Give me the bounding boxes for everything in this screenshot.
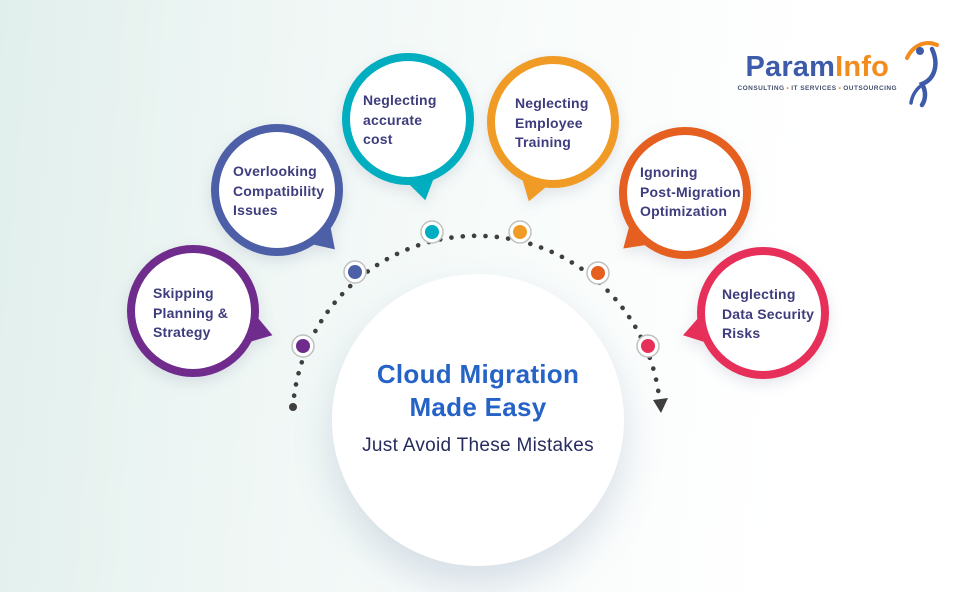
bubble-label-skipping-planning: Skipping Planning & Strategy	[153, 284, 265, 343]
main-title: Cloud Migration Made Easy	[362, 358, 594, 424]
brand-part-orange: Info	[835, 51, 890, 83]
bubble-ring	[211, 124, 343, 256]
label-line: Neglecting	[722, 286, 796, 302]
logo-leg-swoosh	[909, 82, 925, 105]
central-circle: Cloud Migration Made Easy Just Avoid The…	[332, 274, 624, 566]
label-line: Neglecting	[363, 92, 437, 108]
label-line: Planning &	[153, 304, 229, 321]
label-line: Issues	[233, 202, 278, 218]
bubble-ring	[619, 127, 751, 259]
milestone-dot-orange	[591, 266, 605, 280]
bubble-ring	[127, 245, 259, 377]
label-line: Employee	[515, 114, 583, 131]
arc-milestones	[291, 220, 660, 358]
bubble-label-data-security: Neglecting Data Security Risks	[722, 285, 837, 344]
brand-part-blue: Param	[745, 51, 836, 83]
bubble-overlooking-compatibility	[211, 124, 343, 256]
bubble-label-neglecting-training: Neglecting Employee Training	[515, 94, 630, 153]
main-title-line1: Cloud Migration	[376, 358, 580, 389]
label-line: Neglecting	[515, 95, 589, 111]
milestone-dot-teal	[425, 225, 439, 239]
bubble-ring	[697, 247, 829, 379]
logo-tagline: CONSULTING•IT SERVICES•OUTSOURCING	[738, 85, 897, 92]
label-line: Data Security	[722, 305, 815, 322]
tagline-bullet-icon: •	[838, 85, 842, 92]
paraminfo-logo: ParamInfo CONSULTING•IT SERVICES•OUTSOUR…	[738, 41, 941, 108]
label-line: Ignoring	[640, 164, 698, 180]
logo-text-column: ParamInfo CONSULTING•IT SERVICES•OUTSOUR…	[738, 52, 897, 92]
label-line: cost	[363, 131, 393, 147]
logo-person-icon	[905, 41, 939, 108]
brand-name: ParamInfo	[738, 52, 897, 82]
milestone-dot-crimson	[641, 339, 655, 353]
bubble-data-security	[683, 247, 829, 379]
arc-start-dot	[289, 403, 297, 411]
tagline-bullet-icon: •	[786, 85, 790, 92]
label-line: Post-Migration	[640, 183, 741, 200]
subtitle: Just Avoid These Mistakes	[362, 434, 594, 456]
bubble-ring	[487, 56, 619, 188]
bubble-label-neglecting-cost: Neglecting accurate cost	[363, 91, 473, 150]
label-line: Skipping	[153, 285, 214, 301]
bubble-neglecting-training	[487, 56, 619, 202]
label-line: Overlooking	[233, 163, 317, 179]
label-line: Risks	[722, 325, 761, 341]
label-line: accurate	[363, 111, 423, 128]
label-line: Strategy	[153, 324, 211, 340]
logo-arm-swoosh	[905, 41, 939, 60]
main-title-line2: Made Easy	[409, 391, 547, 422]
central-text-block: Cloud Migration Made Easy Just Avoid The…	[362, 358, 594, 457]
tagline-item: CONSULTING	[737, 85, 785, 92]
milestone-dot-amber	[513, 225, 527, 239]
label-line: Training	[515, 134, 572, 150]
bubble-label-ignoring-optimization: Ignoring Post-Migration Optimization	[640, 163, 772, 222]
bubble-neglecting-cost	[342, 53, 474, 201]
label-line: Compatibility	[233, 182, 325, 199]
milestone-dot-purple	[296, 339, 310, 353]
bubble-ignoring-optimization	[619, 127, 751, 259]
label-line: Optimization	[640, 203, 728, 219]
tagline-item: IT SERVICES	[791, 85, 837, 92]
bubble-label-overlooking-compatibility: Overlooking Compatibility Issues	[233, 162, 348, 221]
arc-arrow-icon	[653, 398, 668, 413]
tagline-item: OUTSOURCING	[843, 85, 897, 92]
bubble-ring	[342, 53, 474, 185]
milestone-dot-indigo	[348, 265, 362, 279]
bubble-skipping-planning	[127, 245, 273, 377]
logo-body-swoosh	[918, 46, 938, 108]
logo-head	[916, 47, 924, 55]
